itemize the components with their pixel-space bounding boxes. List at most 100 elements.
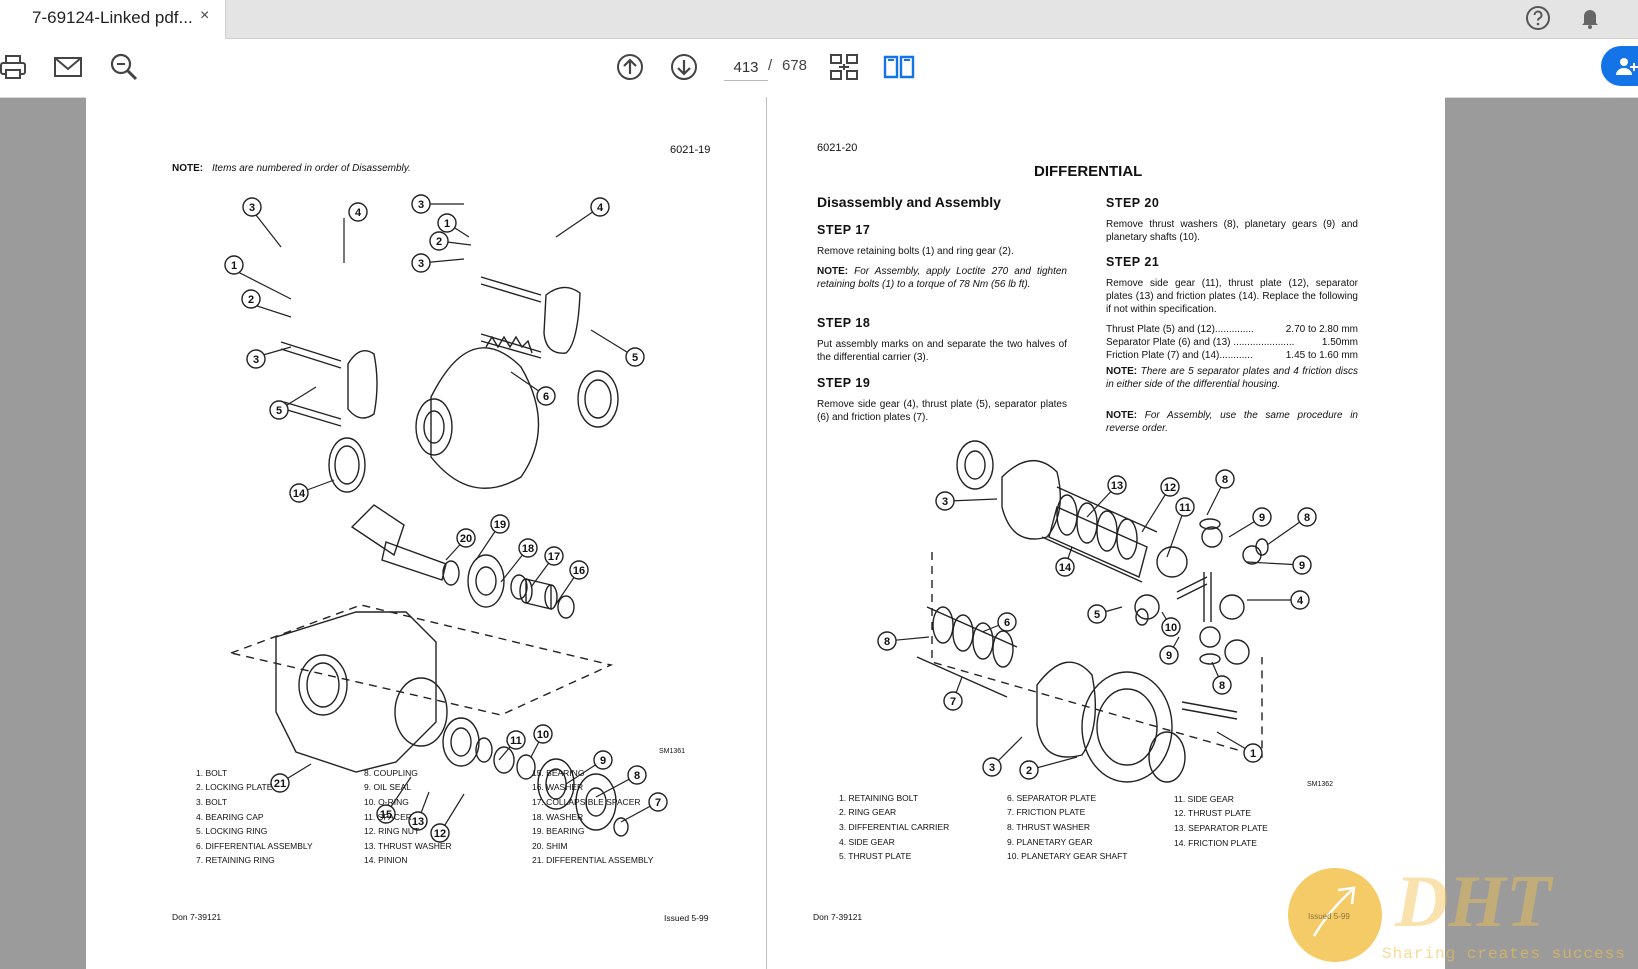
callout-marker: 6 [536, 386, 556, 406]
watermark-badge: Issued 5-99 [1288, 868, 1382, 962]
callout-marker: 9 [1292, 555, 1312, 575]
svg-text:15: 15 [380, 809, 392, 821]
callout-marker: 8 [1215, 469, 1235, 489]
svg-text:9: 9 [1299, 560, 1305, 572]
step20-text: Remove thrust washers (8), planetary gea… [1106, 219, 1358, 243]
document-tab[interactable]: 7-69124-Linked pdf... × [0, 0, 226, 39]
legend-item: 3. DIFFERENTIAL CARRIER [839, 822, 950, 832]
callout-marker: 1 [1243, 743, 1263, 763]
step17-title: STEP 17 [817, 223, 871, 237]
svg-text:2: 2 [1026, 765, 1032, 777]
svg-text:17: 17 [548, 551, 560, 563]
callout-marker: 7 [943, 691, 963, 711]
figure-code: SM1361 [659, 748, 686, 755]
callout-marker: 9 [1159, 645, 1179, 665]
print-icon[interactable] [0, 52, 30, 82]
svg-text:11: 11 [510, 735, 522, 747]
legend-item: 5. LOCKING RING [196, 826, 268, 836]
svg-text:3: 3 [253, 354, 259, 366]
legend-item: 3. BOLT [196, 797, 228, 807]
legend-item: 5. THRUST PLATE [839, 851, 912, 861]
note-label: NOTE: [1106, 410, 1138, 421]
callout-marker: 14 [289, 483, 309, 503]
tab-bar: 7-69124-Linked pdf... × [0, 0, 1638, 39]
callout-marker: 18 [518, 538, 538, 558]
callout-marker: 1 [437, 213, 457, 233]
svg-text:11: 11 [1179, 502, 1191, 514]
step20-title: STEP 20 [1106, 196, 1160, 210]
callout-marker: 11 [1175, 497, 1195, 517]
callout-marker: 17 [544, 546, 564, 566]
legend-item: 13. THRUST WASHER [364, 841, 452, 851]
close-tab-icon[interactable]: × [200, 7, 210, 24]
callout-marker: 1 [224, 255, 244, 275]
spec-label: Separator Plate (6) and (13) ...........… [1106, 337, 1295, 348]
legend-item: 7. RETAINING RING [196, 855, 275, 865]
help-icon[interactable] [1524, 4, 1552, 32]
legend-item: 16. WASHER [532, 782, 584, 792]
svg-text:20: 20 [460, 533, 472, 545]
svg-text:8: 8 [884, 636, 890, 648]
arrow-icon [1312, 886, 1356, 937]
svg-text:8: 8 [634, 770, 640, 782]
page-number-input[interactable] [724, 54, 768, 81]
svg-text:7: 7 [655, 797, 661, 809]
svg-text:13: 13 [1111, 480, 1123, 492]
spec-value: 2.70 to 2.80 mm [1285, 324, 1358, 335]
bell-icon[interactable] [1576, 4, 1604, 32]
legend-item: 18. WASHER [532, 812, 584, 822]
callout-marker: 20 [456, 528, 476, 548]
zoom-icon[interactable] [108, 51, 140, 83]
next-page-icon[interactable] [668, 51, 700, 83]
callout-marker: 12 [1160, 477, 1180, 497]
figure-code: SM1362 [1307, 781, 1334, 788]
prev-page-icon[interactable] [614, 51, 646, 83]
svg-text:3: 3 [942, 496, 948, 508]
legend-item: 1. RETAINING BOLT [839, 793, 919, 803]
svg-text:3: 3 [249, 202, 255, 214]
legend-item: 9. OIL SEAL [364, 782, 411, 792]
svg-text:19: 19 [494, 519, 506, 531]
callout-marker: 8 [1212, 675, 1232, 695]
legend-item: 12. THRUST PLATE [1174, 808, 1251, 818]
svg-text:7: 7 [950, 696, 956, 708]
note-text: For Assembly, use the same procedure in … [1106, 410, 1358, 434]
callout-marker: 14 [1055, 557, 1075, 577]
callout-marker: 8 [1297, 507, 1317, 527]
callout-marker: 8 [877, 631, 897, 651]
spec-value: 1.50mm [1321, 337, 1358, 348]
callout-marker: 3 [982, 757, 1002, 777]
svg-text:3: 3 [989, 762, 995, 774]
fit-page-icon[interactable] [827, 51, 861, 83]
legend-item: 11. SPACER [364, 812, 412, 822]
two-page-icon[interactable] [882, 51, 916, 83]
callout-marker: 19 [490, 514, 510, 534]
svg-text:10: 10 [1165, 622, 1177, 634]
step18-text: Put assembly marks on and separate the t… [817, 339, 1067, 363]
svg-text:4: 4 [1297, 595, 1304, 607]
callout-marker: 10 [1161, 617, 1181, 637]
callout-marker: 5 [1087, 604, 1107, 624]
spec-table: Thrust Plate (5) and (12)..............2… [1106, 323, 1358, 362]
callout-marker: 9 [1252, 507, 1272, 527]
callout-marker: 13 [1107, 475, 1127, 495]
svg-text:10: 10 [537, 729, 549, 741]
legend-item: 4. BEARING CAP [196, 812, 264, 822]
share-button[interactable] [1601, 46, 1638, 86]
callout-marker: 10 [533, 724, 553, 744]
svg-text:3: 3 [418, 199, 424, 211]
legend-item: 14. FRICTION PLATE [1174, 838, 1257, 848]
svg-text:9: 9 [1166, 650, 1172, 662]
step17-note: NOTE: For Assembly, apply Loctite 270 an… [817, 265, 1067, 291]
svg-text:4: 4 [597, 202, 604, 214]
legend-item: 6. DIFFERENTIAL ASSEMBLY [196, 841, 313, 851]
legend-item: 2. LOCKING PLATE [196, 782, 273, 792]
tab-title: 7-69124-Linked pdf... [32, 8, 193, 27]
svg-text:14: 14 [1059, 562, 1072, 574]
legend-item: 15. BEARING [532, 768, 585, 778]
mail-icon[interactable] [53, 52, 85, 82]
legend-item: 9. PLANETARY GEAR [1007, 837, 1093, 847]
note-label: NOTE: [172, 163, 204, 174]
callout-marker: 3 [411, 194, 431, 214]
note-text: For Assembly, apply Loctite 270 and tigh… [817, 266, 1067, 290]
